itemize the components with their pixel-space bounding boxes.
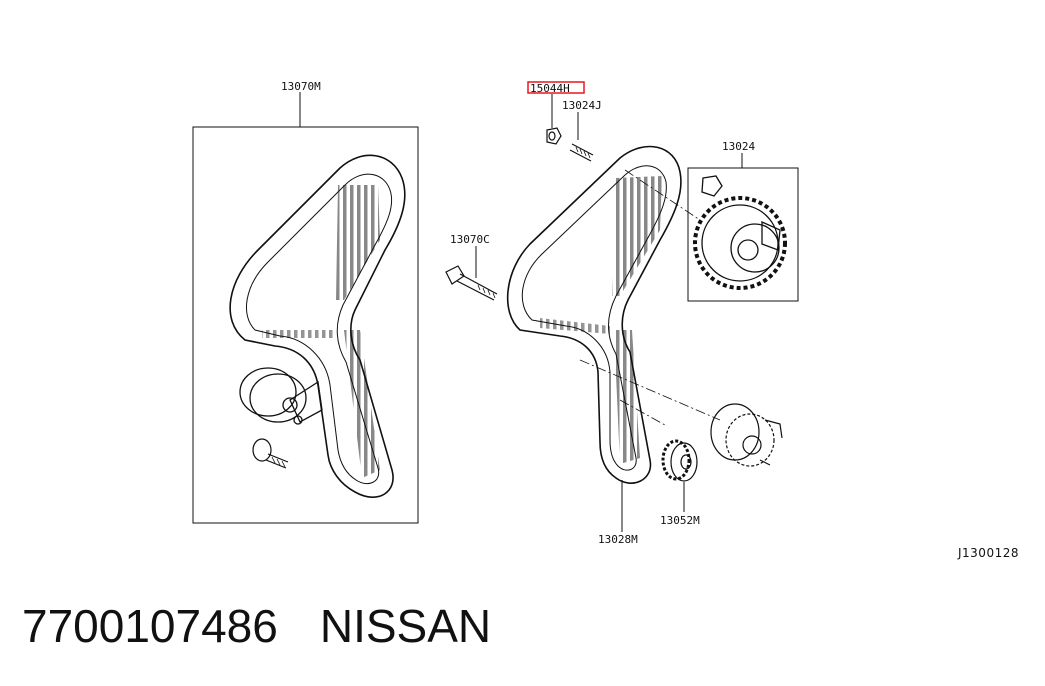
camshaft-sprocket-drawing [693,175,787,290]
bolt-drawing [445,265,498,301]
tensioner-pulley-drawing [239,367,323,425]
timing-belt-drawing [506,145,682,484]
part-number: 7700107486 [22,600,278,652]
belt-kit-box [192,92,419,524]
label-belt-kit[interactable]: 13070M [281,80,321,93]
caption: 7700107486 NISSAN [22,596,491,656]
label-sprocket[interactable]: 13024 [722,140,755,153]
label-bolt[interactable]: 13070C [450,233,490,246]
centre-lines [579,169,721,426]
tensioner-bolt-drawing [252,438,289,469]
nut-drawing [546,127,562,145]
label-belt[interactable]: 13028M [598,533,638,546]
highlight-box [527,81,585,94]
sprocket-box [687,167,799,302]
brand-name: NISSAN [319,600,492,652]
label-highlighted-part[interactable]: 15044H [530,82,570,95]
crank-sprocket-drawing [661,439,698,482]
label-stud[interactable]: 13024J [562,99,602,112]
diagram-code: J1300128 [957,546,1019,560]
stud-drawing [569,143,594,162]
timing-belt-kit-drawing [229,154,406,498]
label-crank-sprocket[interactable]: 13052M [660,514,700,527]
idler-pulley-drawing [710,403,783,467]
